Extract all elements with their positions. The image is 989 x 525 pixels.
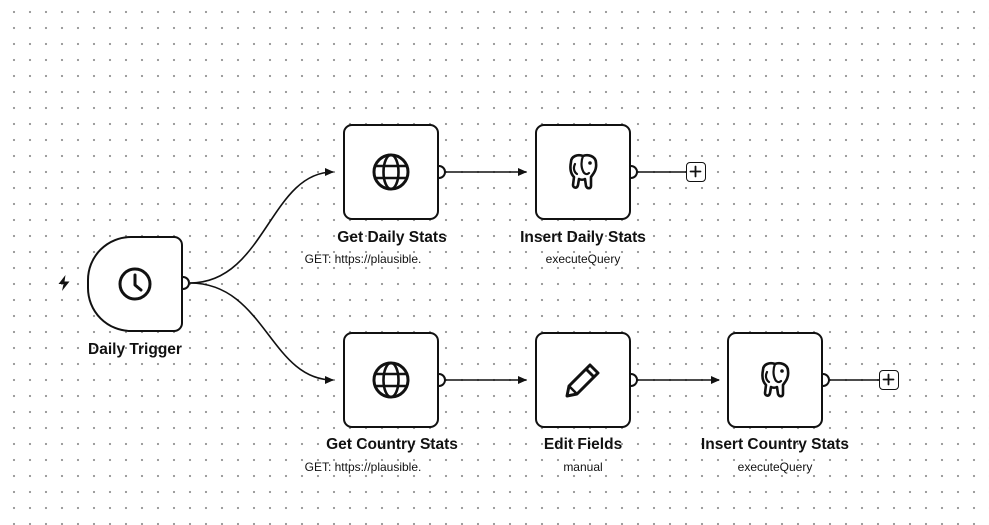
node-get-country-stats[interactable] — [343, 332, 439, 428]
connection-trigger-to-get-country-stats[interactable] — [189, 282, 334, 384]
node-label-get-daily-stats: Get Daily Stats — [297, 228, 487, 247]
node-insert-daily-stats[interactable] — [535, 124, 631, 220]
plus-icon — [689, 165, 702, 178]
node-title: Get Daily Stats — [337, 229, 447, 246]
node-label-insert-country-stats: Insert Country Stats — [680, 435, 870, 454]
node-insert-country-stats[interactable] — [727, 332, 823, 428]
add-node-button[interactable] — [879, 370, 899, 390]
plus-icon — [882, 373, 895, 386]
globe-icon — [369, 358, 413, 402]
postgres-elephant-icon — [561, 150, 605, 194]
node-label-edit-fields: Edit Fields — [488, 435, 678, 454]
node-title: Daily Trigger — [88, 341, 182, 358]
node-label-insert-daily-stats: Insert Daily Stats — [488, 228, 678, 247]
node-subtitle: executeQuery — [737, 460, 813, 474]
node-title: Get Country Stats — [326, 436, 458, 453]
node-sub-insert-daily-stats: executeQuery — [488, 249, 678, 267]
node-sub-get-country-stats: GET: https://plausible. — [268, 457, 458, 475]
lightning-bolt-icon — [56, 274, 72, 292]
node-title: Insert Daily Stats — [520, 229, 646, 246]
node-subtitle: GET: https://plausible. — [304, 252, 422, 266]
node-subtitle: GET: https://plausible. — [304, 460, 422, 474]
node-sub-edit-fields: manual — [488, 457, 678, 475]
node-subtitle: executeQuery — [545, 252, 621, 266]
node-get-daily-stats[interactable] — [343, 124, 439, 220]
node-daily-trigger[interactable] — [87, 236, 183, 332]
clock-icon — [113, 262, 157, 306]
node-subtitle: manual — [563, 460, 603, 474]
globe-icon — [369, 150, 413, 194]
node-label-get-country-stats: Get Country Stats — [297, 435, 487, 454]
connection-trigger-to-get-daily-stats[interactable] — [189, 168, 334, 284]
postgres-elephant-icon — [753, 358, 797, 402]
node-edit-fields[interactable] — [535, 332, 631, 428]
node-title: Insert Country Stats — [700, 436, 850, 453]
node-sub-get-daily-stats: GET: https://plausible. — [268, 249, 458, 267]
node-title: Edit Fields — [543, 436, 623, 453]
pencil-icon — [561, 358, 605, 402]
add-node-button[interactable] — [686, 162, 706, 182]
node-label-daily-trigger: Daily Trigger — [40, 340, 230, 359]
node-sub-insert-country-stats: executeQuery — [680, 457, 870, 475]
